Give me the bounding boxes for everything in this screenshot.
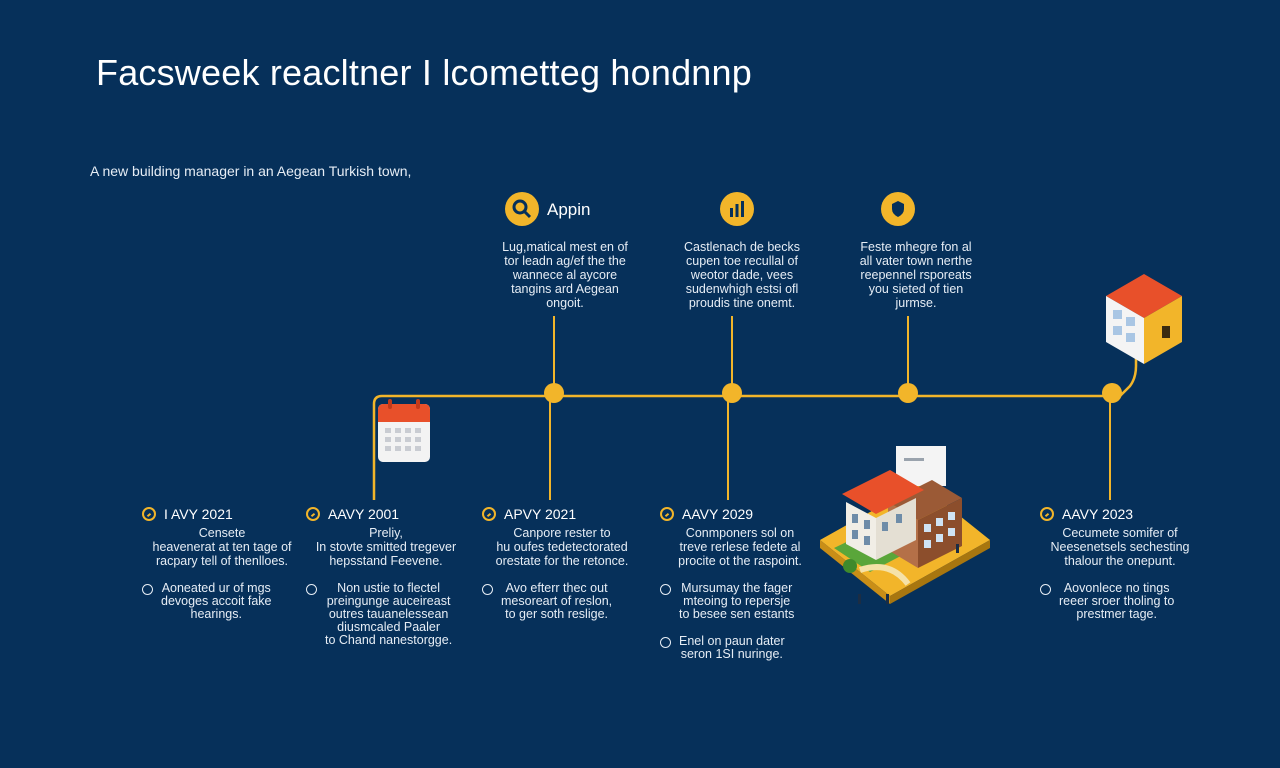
- list-item: Mursumay the fager mteoing to repersje t…: [660, 582, 820, 621]
- top-node-2-text: Castlenach de becks cupen toe recullal o…: [683, 240, 801, 310]
- timeline-main-line: [372, 394, 1120, 500]
- building-cube-icon: [1106, 274, 1182, 364]
- timeline-node-2: [722, 383, 742, 403]
- list-item: Non ustie to flectel preingunge auceirea…: [306, 582, 466, 647]
- clock-icon: [306, 507, 320, 521]
- list-item: Aovonlece no tings reeer sroer tholing t…: [1040, 582, 1200, 621]
- clock-icon: [660, 507, 674, 521]
- column-description: Conmponers sol on treve rerlese fedete a…: [678, 526, 802, 568]
- clock-icon: [482, 507, 496, 521]
- bullet-icon: [482, 584, 493, 595]
- column-year: AAVY 2023: [1062, 506, 1134, 522]
- timeline-node-3: [898, 383, 918, 403]
- bullet-icon: [660, 584, 671, 595]
- column-description: Canpore rester to hu oufes tedetectorate…: [495, 526, 629, 568]
- column-year: I AVY 2021: [164, 506, 233, 522]
- timeline-cube-connector: [1119, 346, 1138, 397]
- column-year: AAVY 2001: [328, 506, 400, 522]
- clock-icon: [1040, 507, 1054, 521]
- top-node-3-text: Feste mhegre fon al all vater town nerth…: [859, 240, 973, 310]
- top-node-1-label: Appin: [547, 200, 591, 219]
- page-title: Facsweek reacltner I lcometteg hondnnp: [96, 52, 752, 93]
- list-item: Enel on paun dater seron 1SI nuringe.: [660, 635, 820, 661]
- column-description: Cecumete somifer of Neesenetsels sechest…: [1050, 526, 1190, 568]
- shield-icon: [881, 192, 915, 226]
- timeline-column-3: APVY 2021 Canpore rester to hu oufes ted…: [482, 506, 642, 621]
- bullet-icon: [306, 584, 317, 595]
- search-icon: [505, 192, 539, 226]
- page-subtitle: A new building manager in an Aegean Turk…: [90, 163, 412, 179]
- bullet-icon: [1040, 584, 1051, 595]
- timeline-column-5: AAVY 2023 Cecumete somifer of Neesenetse…: [1040, 506, 1200, 621]
- timeline-column-2: AAVY 2001 Preliy, In stovte smitted treg…: [306, 506, 466, 647]
- chart-icon: [720, 192, 754, 226]
- calendar-icon: [378, 399, 430, 462]
- bullet-icon: [660, 637, 671, 648]
- timeline-column-1: I AVY 2021 Censete heavenerat at ten tag…: [142, 506, 302, 621]
- column-description: Preliy, In stovte smitted tregever hepss…: [315, 526, 457, 568]
- list-item: Aoneated ur of mgs devoges accoit fake h…: [142, 582, 302, 621]
- timeline-column-4: AAVY 2029 Conmponers sol on treve rerles…: [660, 506, 820, 661]
- column-year: AAVY 2029: [682, 506, 754, 522]
- column-year: APVY 2021: [504, 506, 577, 522]
- column-description: Censete heavenerat at ten tage of racpar…: [152, 526, 292, 568]
- list-item: Avo efterr thec out mesoreart of reslon,…: [482, 582, 642, 621]
- building-illustration: [820, 446, 990, 604]
- top-node-1-text: Lug,matical mest en of tor leadn ag/ef t…: [502, 240, 628, 310]
- timeline-node-1: [544, 383, 564, 403]
- timeline-node-4: [1102, 383, 1122, 403]
- bullet-icon: [142, 584, 153, 595]
- clock-icon: [142, 507, 156, 521]
